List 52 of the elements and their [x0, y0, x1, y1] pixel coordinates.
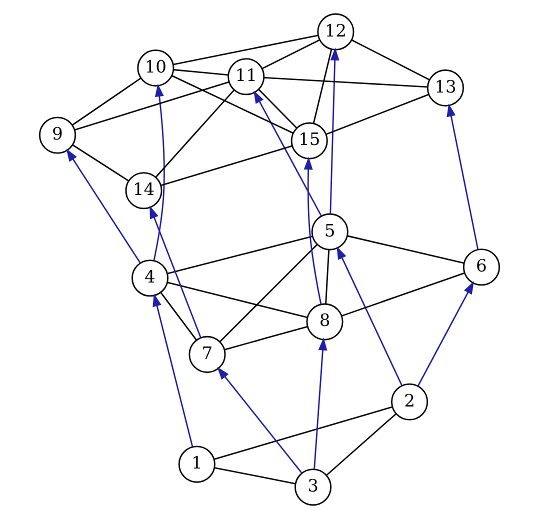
connector: [167, 236, 312, 274]
connector: [171, 75, 293, 134]
connector: [326, 413, 396, 476]
arrow: [66, 148, 140, 264]
arrow: [149, 206, 201, 338]
connector: [214, 467, 295, 484]
node-circle: 5: [310, 213, 348, 250]
connector: [72, 78, 141, 126]
connector: [261, 39, 320, 70]
connector: [346, 235, 464, 264]
connector: [160, 145, 292, 186]
connector: [172, 69, 228, 76]
arrow: [152, 294, 193, 447]
node-circle: 3: [294, 468, 332, 506]
node-circle: 4: [130, 260, 168, 297]
connector: [214, 406, 392, 460]
connector: [72, 144, 128, 182]
connector: [160, 292, 196, 340]
node-circle: 7: [188, 336, 226, 373]
node-circle: 12: [316, 13, 354, 50]
arrow: [416, 281, 474, 386]
arrow: [313, 338, 327, 469]
node-circle: 14: [124, 172, 162, 210]
arrow: [446, 104, 478, 250]
node-circle: 2: [390, 383, 428, 420]
connector: [312, 49, 332, 124]
connector: [172, 34, 318, 66]
node-circle: 6: [462, 248, 500, 286]
connector: [74, 81, 228, 130]
arrow: [336, 246, 402, 386]
node-circle: 11: [227, 58, 264, 96]
arrow: [303, 156, 322, 304]
connector: [264, 76, 427, 88]
node-circle: 8: [306, 303, 343, 340]
node-circle: 15: [290, 122, 328, 160]
node-circle: 13: [426, 69, 464, 106]
connector: [258, 89, 297, 128]
connector: [224, 326, 308, 350]
connector: [351, 39, 430, 80]
connector: [341, 272, 464, 317]
node-circle: 9: [38, 116, 76, 154]
connector: [325, 94, 429, 135]
node-circle: 1: [178, 446, 215, 483]
connector: [324, 250, 330, 304]
connector: [219, 244, 318, 342]
arrow: [329, 48, 339, 214]
arrow: [216, 366, 302, 474]
arrow: [152, 84, 164, 260]
node-circle: 10: [136, 50, 174, 87]
connector: [166, 282, 308, 318]
connector: [154, 90, 234, 178]
arrow: [253, 90, 322, 216]
